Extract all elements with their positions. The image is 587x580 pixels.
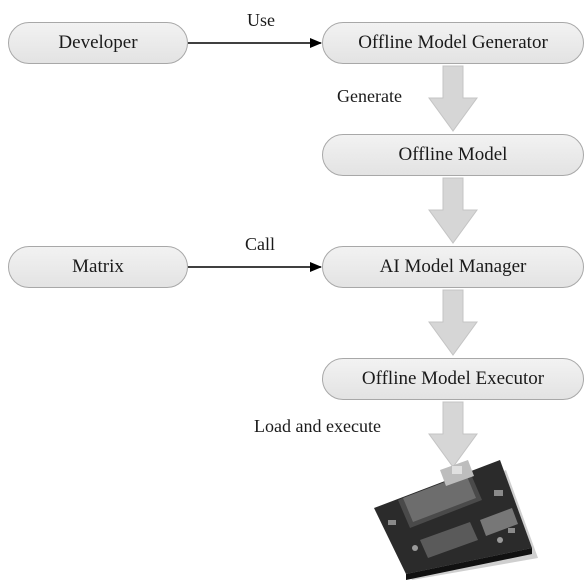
use-label: Use xyxy=(247,10,275,30)
matrix-node: Matrix xyxy=(8,246,188,288)
flow-arrow-generate xyxy=(428,65,478,132)
flow-arrow-load-execute xyxy=(428,401,478,468)
flow-arrow-to-manager xyxy=(428,177,478,244)
call-label: Call xyxy=(245,234,275,254)
offline-model-executor-node: Offline Model Executor xyxy=(322,358,584,400)
offline-model-label: Offline Model xyxy=(398,144,508,165)
developer-node: Developer xyxy=(8,22,188,64)
developer-label: Developer xyxy=(58,32,138,53)
load-and-execute-label: Load and execute xyxy=(254,416,381,436)
matrix-label: Matrix xyxy=(72,256,124,277)
generate-label: Generate xyxy=(337,86,402,106)
offline-model-generator-label: Offline Model Generator xyxy=(358,32,548,53)
circuit-board-icon xyxy=(374,460,538,580)
offline-model-node: Offline Model xyxy=(322,134,584,176)
flow-arrow-to-executor xyxy=(428,289,478,356)
offline-model-executor-label: Offline Model Executor xyxy=(361,368,545,389)
ai-model-manager-label: AI Model Manager xyxy=(379,256,527,277)
ai-model-manager-node: AI Model Manager xyxy=(322,246,584,288)
offline-model-generator-node: Offline Model Generator xyxy=(322,22,584,64)
